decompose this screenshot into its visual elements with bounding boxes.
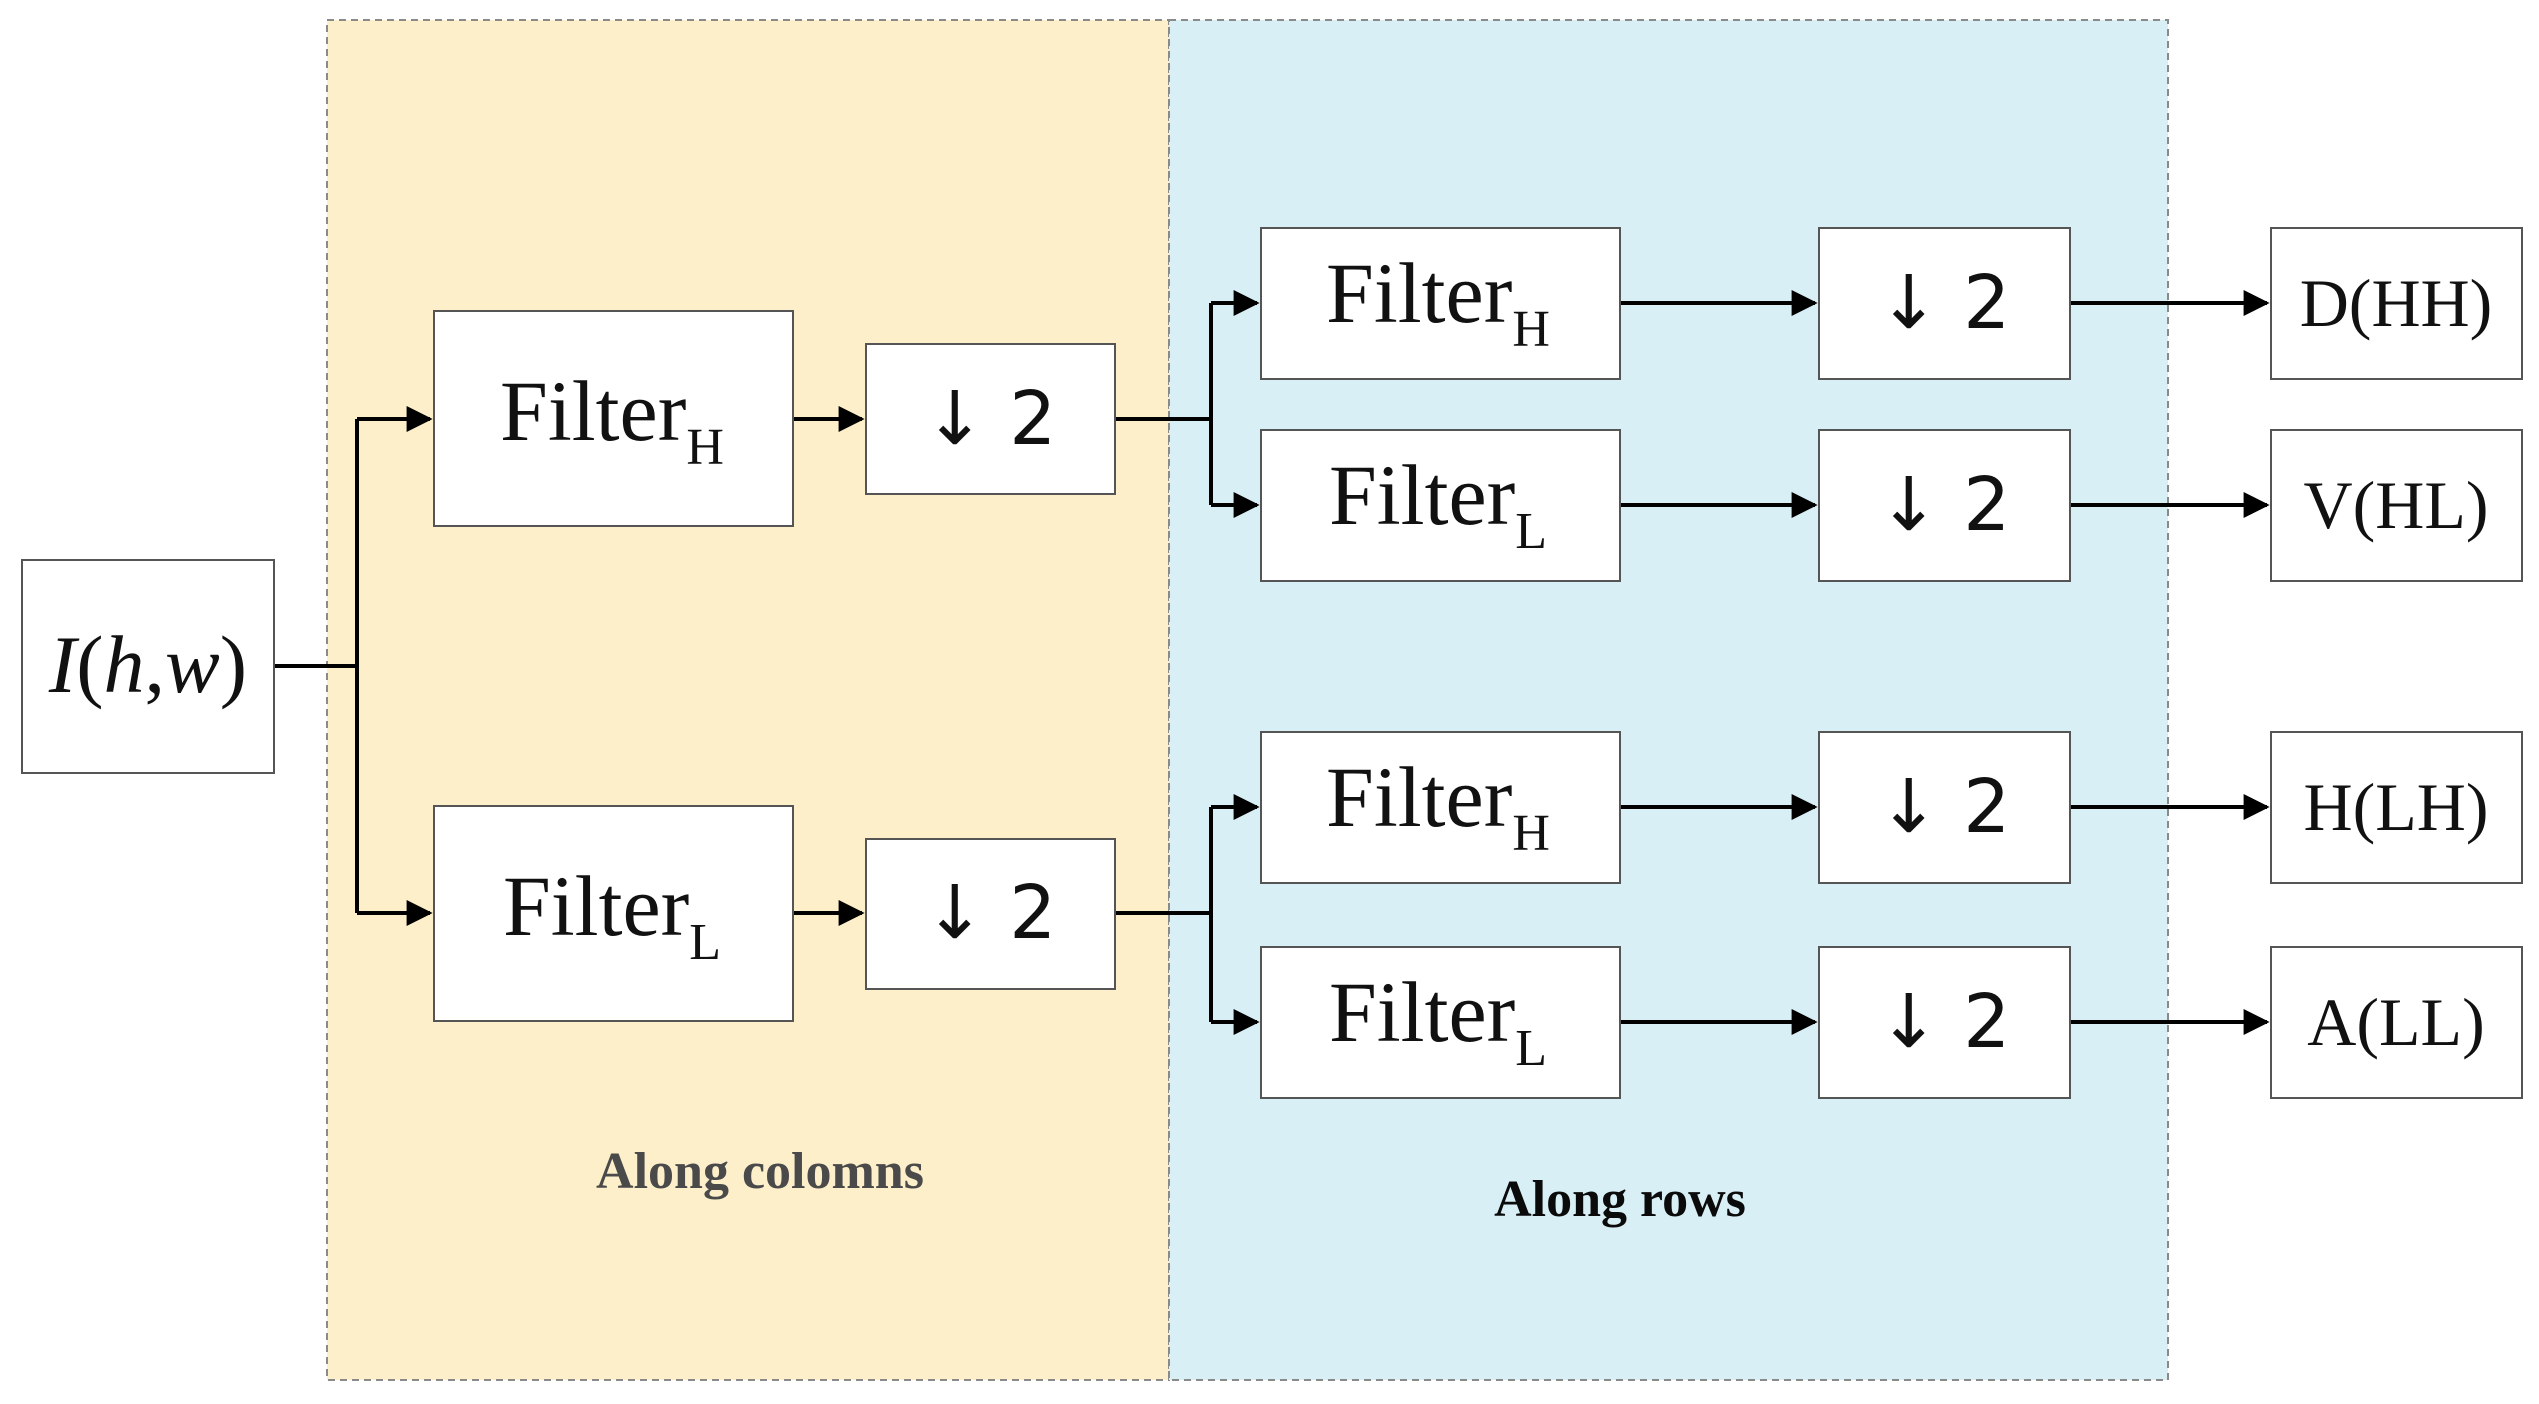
svg-text:I(h,w): I(h,w) (48, 619, 247, 710)
svg-text:↓ 2: ↓ 2 (1878, 979, 2011, 1065)
output-v-hl-block: V(HL) (2270, 429, 2523, 582)
stage1-low-downsample-block: ↓ 2 (865, 838, 1116, 990)
branch-hl: FilterL ↓ 2 V(HL) (1260, 429, 2523, 582)
along-rows-label: Along rows (1494, 1171, 1746, 1228)
svg-text:↓ 2: ↓ 2 (1878, 462, 2011, 548)
branch-hh-filter-block: FilterH (1260, 227, 1621, 380)
svg-text:V(HL): V(HL) (2303, 467, 2488, 543)
svg-text:↓ 2: ↓ 2 (1878, 764, 2011, 850)
branch-lh-filter-block: FilterH (1260, 731, 1621, 884)
branch-ll-filter-block: FilterL (1260, 946, 1621, 1099)
svg-text:FilterH: FilterH (1326, 245, 1550, 358)
output-h-lh-block: H(LH) (2270, 731, 2523, 884)
svg-text:A(LL): A(LL) (2307, 984, 2484, 1060)
along-columns-region (326, 19, 1170, 1381)
stage1-high-filter-block: FilterH (433, 310, 794, 527)
along-columns-label: Along colomns (596, 1143, 924, 1200)
branch-ll-downsample-block: ↓ 2 (1818, 946, 2071, 1099)
branch-hh: FilterH ↓ 2 D(HH) (1260, 227, 2523, 380)
svg-text:H(LH): H(LH) (2303, 769, 2488, 845)
svg-text:FilterH: FilterH (500, 363, 724, 476)
branch-ll: FilterL ↓ 2 A(LL) (1260, 946, 2523, 1099)
svg-text:FilterL: FilterL (503, 858, 721, 971)
svg-text:↓ 2: ↓ 2 (1878, 260, 2011, 346)
svg-text:FilterL: FilterL (1329, 447, 1547, 560)
output-a-ll-block: A(LL) (2270, 946, 2523, 1099)
branch-lh: FilterH ↓ 2 H(LH) (1260, 731, 2523, 884)
connector-wires (274, 290, 2270, 1035)
svg-text:↓ 2: ↓ 2 (924, 376, 1057, 462)
stage1-low-filter-block: FilterL (433, 805, 794, 1022)
svg-text:D(HH): D(HH) (2300, 265, 2493, 341)
input-image-block: I(h,w) (21, 559, 275, 774)
svg-text:↓ 2: ↓ 2 (924, 870, 1057, 956)
branch-lh-downsample-block: ↓ 2 (1818, 731, 2071, 884)
branch-hl-filter-block: FilterL (1260, 429, 1621, 582)
output-d-hh-block: D(HH) (2270, 227, 2523, 380)
svg-text:FilterH: FilterH (1326, 749, 1550, 862)
branch-hl-downsample-block: ↓ 2 (1818, 429, 2071, 582)
svg-text:FilterL: FilterL (1329, 964, 1547, 1077)
branch-hh-downsample-block: ↓ 2 (1818, 227, 2071, 380)
stage1-high-downsample-block: ↓ 2 (865, 343, 1116, 495)
